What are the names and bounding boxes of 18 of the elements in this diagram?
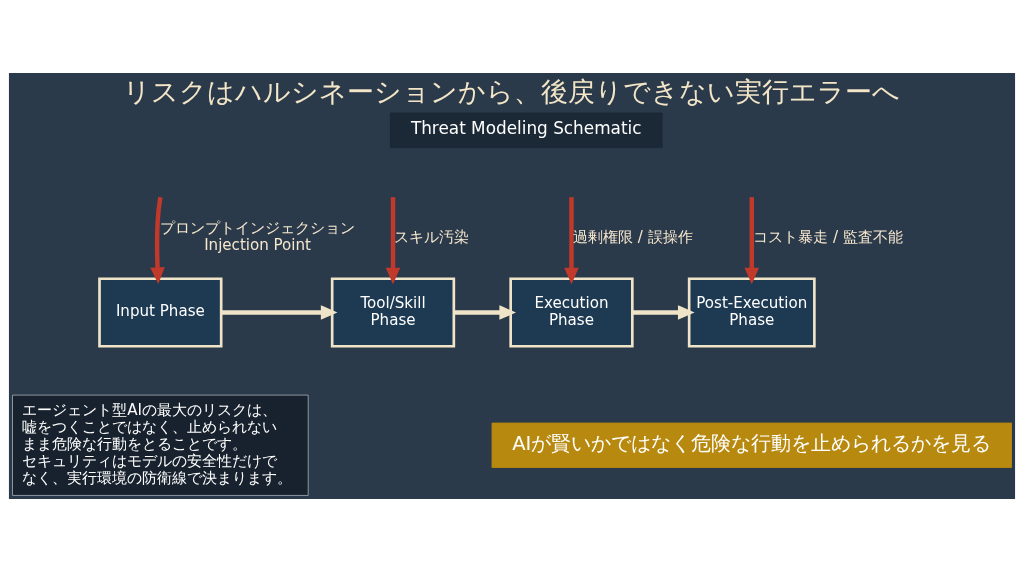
node-box: Tool/Skill Phase [330,277,456,348]
diagram-title: リスクはハルシネーションから、後戻りできない実行エラーへ [123,76,901,108]
node-box: Input Phase [98,277,223,348]
arrow [385,197,401,285]
edge-label: 過剰権限 / 誤操作 [572,227,693,246]
arrow [454,305,516,320]
node-box: エージェント型AIの最大のリスクは、嘘をつくことではなく、止められないまま危険な行動をとることです。 セキュリティはモデルの安全性だけでなく、実行環境の防衛線で決まります。 [12,394,309,496]
node-box: AIが賢いかではなく危険な行動を止められるかを見る [491,422,1012,468]
arrow [564,197,579,285]
node-box: Post-Execution Phase [687,277,816,348]
arrow [632,305,695,320]
node-box: Execution Phase [509,277,634,348]
arrow [744,197,760,285]
edge-label: スキル汚染 [394,227,470,246]
arrow [150,196,165,285]
edge-label: コスト暴走 / 監査不能 [753,227,903,246]
arrow [221,305,338,320]
edge-label: プロンプトインジェクション Injection Point [160,219,356,254]
